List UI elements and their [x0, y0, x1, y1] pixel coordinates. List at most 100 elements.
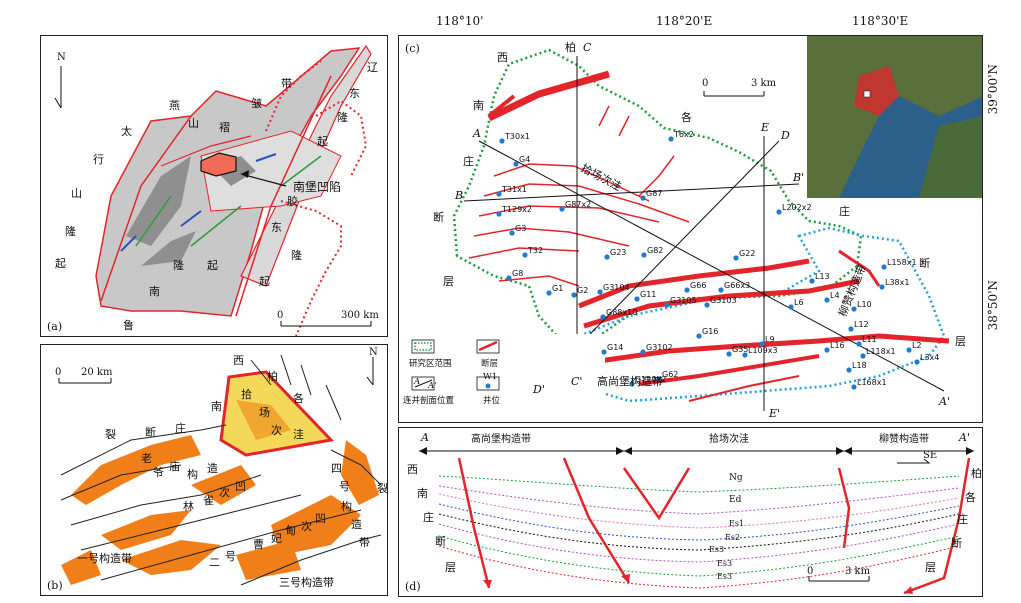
well-marker — [759, 341, 765, 347]
b-erhao-2: 号 — [225, 550, 236, 563]
well-label: T129x2 — [502, 205, 532, 214]
well-marker — [726, 351, 732, 357]
legend-fault-label: 断层 — [481, 359, 499, 369]
well-marker — [879, 284, 885, 290]
well-marker — [809, 278, 815, 284]
c-region-west-5: 层 — [443, 275, 454, 288]
well-marker — [499, 138, 505, 144]
well-label: L11 — [862, 335, 877, 344]
c-section-b2: B' — [793, 171, 805, 184]
c-region-west-1: 西 — [497, 51, 508, 64]
b-laoye-5: 造 — [207, 462, 218, 475]
c-region-baige-5: 层 — [955, 335, 966, 348]
b-wa: 洼 — [293, 428, 304, 441]
c-region-west-3: 庄 — [463, 155, 474, 168]
well-label: G8 — [512, 269, 524, 278]
b-xi: 西 — [233, 354, 244, 367]
well-label: L13 — [815, 272, 830, 281]
well-marker — [696, 333, 702, 339]
label-qi-b: 起 — [259, 275, 270, 288]
well-marker — [559, 206, 565, 212]
well-label: G11 — [640, 290, 657, 299]
b-ci: 次 — [271, 424, 282, 437]
label-qi: 起 — [317, 135, 328, 148]
d-stratum-es3-b: Es3 — [717, 559, 733, 568]
well-label: G3105 — [670, 296, 697, 305]
b-zao: 造 — [351, 518, 362, 531]
c-region-baige-4: 断 — [919, 257, 930, 270]
panel-c-label: (c) — [405, 42, 420, 55]
d-right-3: 庄 — [957, 513, 968, 526]
well-marker — [718, 287, 724, 293]
b-laoye-3: 庙 — [169, 460, 180, 473]
b-lie: 裂 — [105, 428, 116, 441]
b-linque-3: 次 — [219, 486, 230, 499]
d-zone-gaoshang: 高尚堡构造带 — [471, 434, 531, 445]
d-zone-liuzan: 柳赞构造带 — [879, 434, 929, 445]
well-label: L18 — [852, 361, 867, 370]
well-marker — [733, 255, 739, 261]
b-caofei-4: 次 — [301, 520, 312, 533]
well-label: G87x2 — [565, 200, 592, 209]
well-label: G16 — [702, 327, 719, 336]
c-coord-top-2: 118°20'E — [656, 14, 713, 28]
label-liao: 辽 — [367, 61, 378, 74]
panel-b: 0 20 km N 西 南 庄 断 裂 柏 各 拾 场 次 洼 四 号 构 造 … — [40, 344, 388, 596]
panel-b-map — [58, 354, 382, 586]
well-marker — [629, 381, 635, 387]
d-right-5: 层 — [925, 561, 936, 574]
d-left-5: 层 — [445, 561, 456, 574]
d-left-1: 西 — [407, 463, 418, 476]
well-marker — [881, 264, 887, 270]
label-lu: 鲁 — [123, 319, 134, 332]
c-well-markers — [496, 136, 920, 390]
legend-section-label: 连井剖面位置 — [403, 396, 455, 406]
c-section-e: E — [761, 121, 770, 134]
well-label: G14 — [607, 343, 624, 352]
c-coord-right-1: 39°00'N — [986, 64, 1000, 115]
label-taihang-2: 行 — [93, 153, 104, 166]
d-stratum-es2: Es2 — [725, 533, 741, 542]
d-stratum-es3-a: Es3 — [709, 545, 725, 554]
c-section-c: C — [583, 41, 592, 54]
c-coord-right-2: 38°50'N — [986, 280, 1000, 331]
well-label: G62 — [662, 370, 679, 379]
c-region-west-2: 南 — [473, 99, 484, 112]
label-nan: 南 — [149, 285, 160, 298]
legend-well-label: 井位 — [483, 396, 501, 406]
d-scale-zero: 0 — [807, 566, 814, 577]
label-taihang-5: 起 — [55, 257, 66, 270]
d-dir: SE — [923, 450, 938, 461]
label-taihang-4: 隆 — [65, 225, 76, 238]
b-erhao-1: 二 — [209, 556, 220, 569]
d-left-4: 断 — [435, 535, 446, 548]
well-label: L168x1 — [857, 378, 887, 387]
well-marker — [848, 326, 854, 332]
well-marker — [704, 302, 710, 308]
d-stratum-es3-c: Es3 — [717, 572, 733, 581]
c-section-a2: A' — [939, 395, 950, 408]
panel-a-map — [54, 44, 372, 336]
label-long: 隆 — [337, 111, 348, 124]
well-label: L202x2 — [782, 203, 812, 212]
label-dai: 带 — [281, 77, 292, 90]
c-section-a: A — [473, 127, 481, 140]
b-caofei-5: 凹 — [315, 512, 326, 525]
well-label: G2 — [577, 286, 589, 295]
d-right-4: 断 — [951, 537, 962, 550]
well-marker — [601, 349, 607, 355]
well-marker — [604, 254, 610, 260]
c-region-baige-3: 庄 — [839, 205, 850, 218]
well-label: T31x1 — [502, 185, 527, 194]
well-label: G82 — [647, 246, 664, 255]
c-section-e2: E' — [769, 407, 781, 420]
well-marker — [824, 297, 830, 303]
panel-c: 0 3 km 西 南 庄 断 层 柏 各 庄 断 层 拾场次洼 柳赞构造带 高尚… — [398, 35, 983, 423]
b-linque-4: 凹 — [235, 480, 246, 493]
well-label: L10 — [857, 300, 872, 309]
well-label: L12 — [854, 320, 869, 329]
well-label: G1 — [552, 284, 564, 293]
well-label: T32 — [528, 246, 544, 255]
panel-b-scale-zero: 0 — [55, 367, 62, 378]
well-marker — [742, 352, 748, 358]
